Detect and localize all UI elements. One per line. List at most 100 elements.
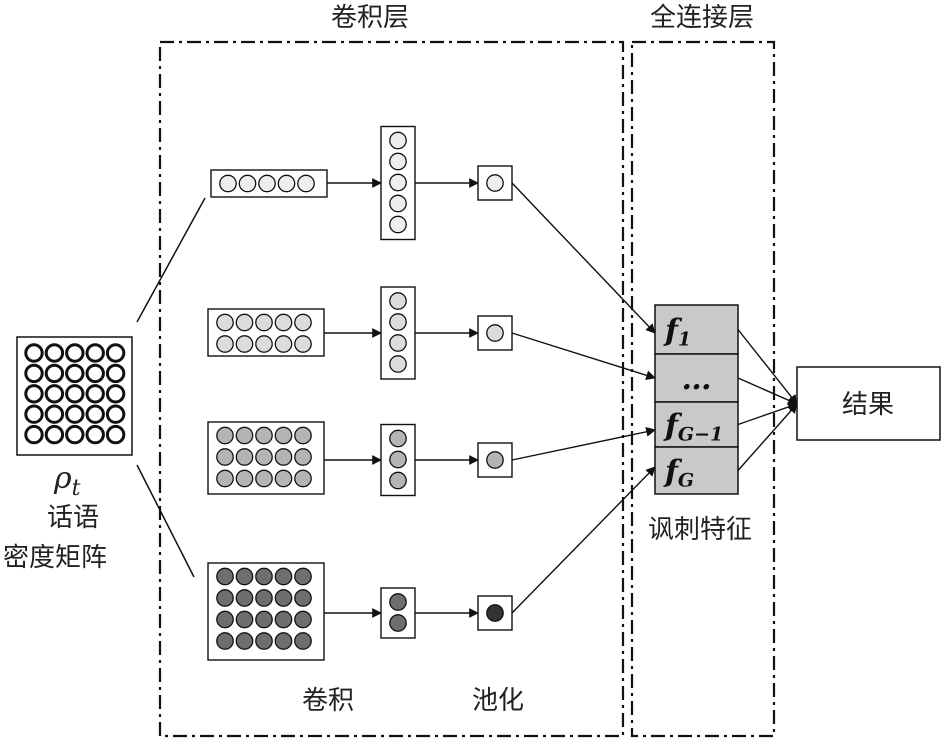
branch-input-node: [255, 469, 273, 488]
result-arrow: [737, 403, 798, 471]
input-label-line1: 话语: [47, 503, 100, 533]
conv-node: [389, 471, 407, 490]
branch-input-node: [294, 469, 312, 488]
branch-input-node: [274, 589, 293, 607]
pool-node: [486, 174, 504, 192]
branch-input-node: [216, 448, 234, 466]
branch-input-node: [235, 313, 254, 332]
conv-branches: [207, 125, 656, 661]
branch-input-node: [255, 335, 273, 353]
feature-stack: f1…fG−1fG: [654, 304, 798, 495]
branch-input-node: [294, 632, 312, 650]
feature-cell: [654, 304, 739, 355]
branch-input-node: [274, 567, 293, 586]
input-symbol-sub: t: [71, 476, 81, 501]
feature-label: …: [682, 362, 712, 397]
branch-input-node: [216, 610, 234, 629]
feature-label-sub: 1: [678, 329, 691, 351]
conv-node: [389, 131, 407, 150]
branch-input-node: [216, 335, 234, 353]
feature-label-sub: G−1: [678, 424, 723, 446]
feature-arrow: [511, 332, 656, 381]
conv-node: [389, 194, 407, 213]
branch-input-node: [294, 426, 312, 445]
input-matrix-cell: [24, 384, 44, 404]
input-matrix-cell: [85, 424, 105, 445]
feature-arrow: [511, 427, 656, 461]
features-caption: 讽刺特征: [648, 515, 753, 545]
branch-input-node: [235, 426, 254, 445]
branch-input-node: [216, 589, 234, 607]
feature-cell: [654, 401, 739, 448]
branch-input-node: [274, 426, 293, 445]
branch-input-node: [274, 335, 293, 353]
branch-input-node: [216, 426, 234, 445]
input-matrix-cell: [105, 343, 126, 363]
input-matrix-cell: [105, 363, 126, 384]
branch-input-node: [294, 589, 312, 607]
conv-layer-frame: [158, 40, 625, 738]
input-matrix-cell: [85, 404, 105, 424]
branch-input-node: [238, 174, 257, 193]
input-matrix-cell: [44, 343, 65, 363]
conv-node: [389, 173, 407, 192]
fc-layer-frame: [630, 40, 776, 738]
branch-input-node: [216, 632, 234, 650]
conv-node: [389, 355, 407, 373]
branch-input-node: [255, 448, 273, 466]
pool-node: [486, 604, 504, 622]
branch-input-node: [216, 469, 234, 488]
pool-node: [486, 451, 504, 469]
branch-input-node: [274, 469, 293, 488]
conv-layer-title: 卷积层: [331, 3, 410, 33]
branch-input-node: [297, 174, 315, 193]
feature-cell: [654, 446, 739, 495]
input-matrix-cell: [24, 404, 44, 424]
branch-input-node: [294, 335, 312, 353]
input-matrix-cell: [65, 424, 85, 445]
input-matrix-cell: [105, 384, 126, 404]
conv-caption: 卷积: [302, 686, 355, 716]
conv-node: [389, 334, 407, 352]
branch-input-node: [235, 335, 254, 353]
conv-node: [389, 313, 407, 331]
input-matrix-cell: [105, 404, 126, 424]
conv-node: [389, 614, 407, 632]
feature-arrow: [511, 466, 656, 614]
result-arrow: [737, 402, 798, 426]
branch-input-node: [235, 610, 254, 629]
pool-caption: 池化: [472, 686, 525, 716]
branch-input-node: [274, 632, 293, 650]
branch-input-node: [255, 313, 273, 332]
fc-layer-title: 全连接层: [650, 3, 755, 33]
branch-input-node: [235, 589, 254, 607]
input-fan-line-lower: [136, 464, 195, 578]
branch-input-node: [219, 174, 237, 193]
branch-input-node: [274, 313, 293, 332]
result-box: [796, 366, 941, 441]
input-matrix-cell: [85, 363, 105, 384]
result-arrow: [737, 329, 798, 405]
input-matrix-cell: [65, 404, 85, 424]
branch-input-node: [274, 448, 293, 466]
conv-node: [389, 215, 407, 234]
input-matrix-cell: [44, 404, 65, 424]
feature-label-sub: G: [678, 470, 694, 492]
input-matrix-cell: [24, 363, 44, 384]
input-matrix-cell: [44, 424, 65, 445]
input-matrix-cell: [85, 384, 105, 404]
branch-input-node: [258, 174, 276, 193]
input-fan-line-upper: [136, 197, 206, 323]
branch-input-node: [277, 174, 296, 193]
branch-input-node: [255, 589, 273, 607]
branch-input-node: [255, 610, 273, 629]
feature-arrow: [511, 182, 656, 334]
feature-label-main: …: [682, 362, 712, 397]
conv-node: [389, 292, 407, 310]
input-symbol: ρt: [54, 464, 80, 500]
conv-node: [389, 450, 407, 469]
branch-input-node: [274, 610, 293, 629]
input-symbol-main: ρ: [54, 461, 72, 496]
